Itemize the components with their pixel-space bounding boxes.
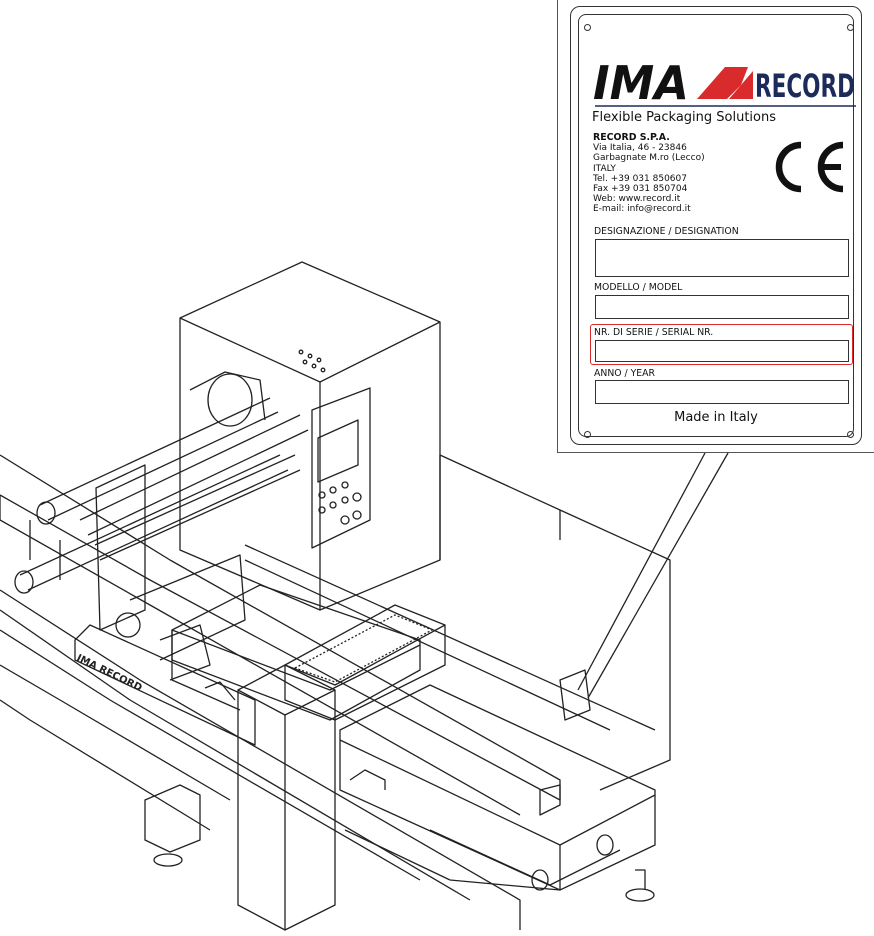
address-country: ITALY — [593, 163, 616, 174]
email: E-mail: info@record.it — [593, 204, 691, 215]
control-panel — [298, 349, 371, 549]
fax: Fax +39 031 850704 — [593, 184, 688, 195]
logo-record-text: RECORD — [755, 67, 855, 105]
company-address-block: RECORD S.P.A. Via Italia, 46 - 23846 Gar… — [593, 132, 705, 215]
sealing-cover — [171, 584, 421, 721]
year-field — [595, 380, 849, 404]
front-panel: IMA RECORD — [74, 624, 256, 746]
serial-number-highlight — [590, 324, 853, 365]
machine-bed — [0, 454, 561, 930]
address-line-2: Garbagnate M.ro (Lecco) — [593, 153, 705, 164]
telephone: Tel. +39 031 850607 — [593, 173, 687, 184]
designation-label: DESIGNAZIONE / DESIGNATION — [594, 226, 739, 237]
logo-red-mark — [697, 67, 748, 99]
model-field — [595, 295, 849, 319]
nameplate-location — [559, 669, 591, 721]
screw-hole-bottom-right — [847, 431, 854, 438]
screw-hole-bottom-left — [584, 431, 591, 438]
website: Web: www.record.it — [593, 194, 681, 205]
nameplate-border — [578, 14, 854, 437]
machine-nameplate: IMA RECORD Flexible Packaging Solutions … — [570, 6, 862, 445]
ima-record-logo: IMA RECORD — [593, 57, 856, 109]
main-cabinet — [179, 261, 671, 791]
address-line-1: Via Italia, 46 - 23846 — [593, 143, 687, 154]
outfeed-conveyor — [339, 684, 656, 891]
company-name: RECORD S.P.A. — [593, 132, 670, 143]
nameplate-callout: IMA RECORD Flexible Packaging Solutions … — [557, 0, 874, 453]
serial-number-label: NR. DI SERIE / SERIAL NR. — [594, 327, 714, 338]
svg-text:IMA RECORD: IMA RECORD — [75, 653, 144, 694]
screw-hole-top-left — [584, 24, 591, 31]
tagline: Flexible Packaging Solutions — [592, 110, 777, 125]
model-label: MODELLO / MODEL — [594, 282, 683, 293]
ce-mark — [775, 141, 844, 193]
film-reel-unit — [14, 371, 309, 681]
logo-ima-text: IMA — [593, 57, 689, 109]
made-in-label: Made in Italy — [674, 410, 758, 425]
vented-unit — [284, 604, 446, 721]
serial-number-field — [595, 340, 849, 362]
front-column — [237, 664, 336, 931]
year-label: ANNO / YEAR — [594, 368, 656, 379]
designation-field — [595, 239, 849, 277]
machine-feet — [144, 669, 655, 902]
screw-hole-top-right — [847, 24, 854, 31]
callout-pointer — [577, 452, 729, 699]
